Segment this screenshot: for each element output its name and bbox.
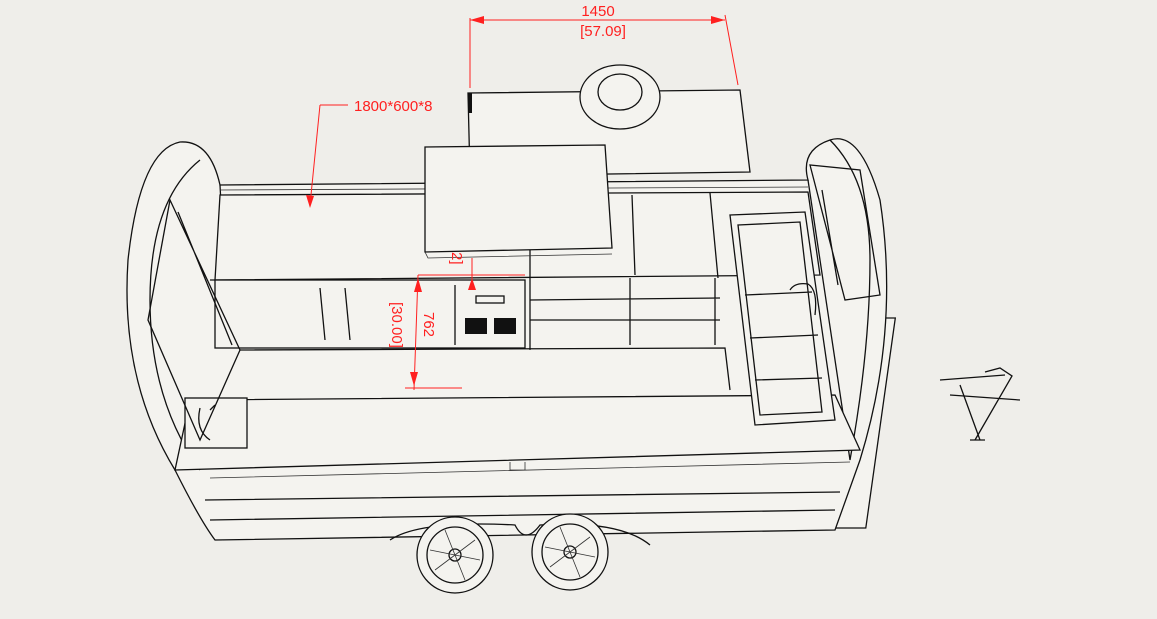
counter-size-label: 1800*600*8	[354, 98, 432, 115]
wheels	[389, 513, 651, 594]
dimension-1450: 1450	[581, 3, 614, 20]
dimension-partial: 2]	[448, 252, 465, 265]
dimension-height: 762 [30.00] 2]	[388, 252, 525, 391]
dimension-top-width: 1450 [57.09]	[469, 3, 739, 88]
dimension-762: 762	[420, 312, 437, 337]
dimension-counter: 1800*600*8	[306, 93, 472, 208]
dimension-30-00: [30.00]	[388, 302, 405, 348]
trailer-body	[126, 64, 888, 541]
dimension-57-09: [57.09]	[580, 23, 626, 40]
